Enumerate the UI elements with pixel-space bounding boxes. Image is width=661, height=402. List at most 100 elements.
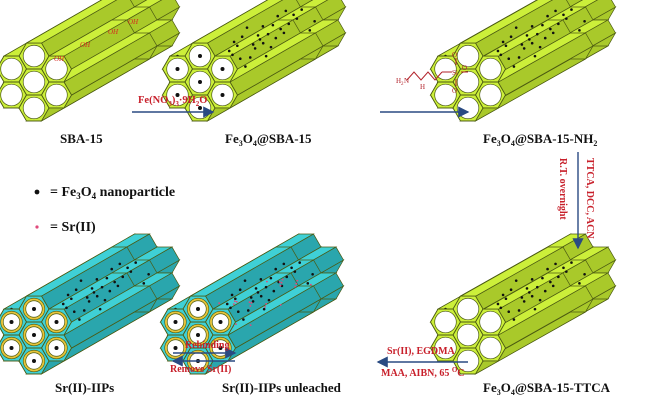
fe3o4-particle	[72, 310, 76, 314]
fe3o4-particle	[98, 307, 102, 311]
pore	[456, 349, 480, 373]
fe3o4-particle	[554, 9, 557, 13]
sr-ion	[280, 281, 283, 284]
pore-particle	[32, 333, 36, 337]
fe3o4-particle	[261, 25, 265, 28]
fe3o4-particle	[530, 278, 534, 281]
legend-sr-dot	[35, 225, 39, 229]
fe3o4-particle	[261, 41, 265, 45]
sr-ion	[279, 304, 282, 306]
pore-particle	[196, 333, 200, 337]
fe3o4-particle	[535, 285, 539, 289]
fe3o4-particle	[578, 282, 581, 285]
fe3o4-particle	[282, 262, 286, 266]
fe3o4-particle	[126, 266, 129, 270]
pore-particle	[196, 307, 200, 312]
fe3o4-particle	[546, 14, 549, 18]
svg-text:OH: OH	[80, 41, 91, 49]
pore	[456, 44, 480, 68]
fe3o4-particle	[551, 31, 555, 35]
fe3o4-particle	[538, 298, 542, 302]
aminosilane-structure	[406, 58, 468, 86]
fe3o4-particle	[108, 289, 112, 293]
legend-sr-label: = Sr(II)	[50, 220, 96, 235]
pore-particle	[9, 320, 14, 325]
fe3o4-particle	[530, 25, 534, 28]
fe3o4-particle	[79, 279, 83, 282]
pore	[456, 70, 480, 94]
fe3o4-particle	[308, 29, 312, 32]
fe3o4-particle	[245, 26, 249, 29]
fe3o4-particle	[147, 273, 150, 276]
pore-particle	[175, 67, 180, 72]
pore	[22, 96, 46, 120]
label-fe3o4-sba15-nh2: Fe3O4@SBA-15-NH2	[483, 131, 597, 148]
sr-ion	[278, 281, 281, 283]
svg-text:OH: OH	[108, 28, 119, 36]
fe3o4-particle	[306, 282, 310, 285]
fe3o4-particle	[533, 54, 537, 58]
fe3o4-particle	[105, 276, 109, 280]
fe3o4-particle	[95, 294, 99, 298]
fe3o4-particle	[78, 318, 81, 321]
fe3o4-particle	[525, 34, 529, 37]
fe3o4-particle	[230, 293, 234, 297]
pore	[456, 96, 480, 120]
fe3o4-particle	[293, 270, 297, 273]
pore	[479, 310, 502, 334]
fe3o4-particle	[279, 27, 282, 31]
svg-text:N: N	[404, 77, 409, 85]
sr-ion	[235, 323, 237, 326]
fe3o4-particle	[66, 293, 70, 297]
pore-particle	[220, 92, 225, 97]
fe3o4-particle	[264, 285, 268, 289]
fe3o4-particle	[65, 306, 68, 310]
fe3o4-particle	[274, 267, 278, 271]
fe3o4-particle	[565, 270, 568, 273]
fe3o4-particle	[110, 267, 114, 271]
sba15-bundle	[0, 0, 181, 122]
fe3o4-particle	[528, 38, 531, 41]
fe3o4-particle	[103, 298, 107, 302]
fe3o4-particle	[549, 280, 552, 284]
fe3o4-sba15-nh2-bundle	[429, 0, 617, 122]
fe3o4-particle	[517, 309, 521, 312]
fe3o4-particle	[284, 9, 288, 13]
fe3o4-particle	[285, 275, 289, 279]
fe3o4-particle	[538, 45, 542, 49]
fe3o4-particle	[496, 49, 500, 53]
fe3o4-particle	[543, 36, 547, 40]
reagent-step3-a: TTCA, DCC, ACN	[584, 158, 595, 239]
fe3o4-particle	[74, 288, 78, 292]
pore	[22, 70, 46, 94]
pore-particle	[32, 358, 36, 363]
label-rebinding: Rebinding	[185, 340, 229, 351]
fe3o4-particle	[287, 22, 291, 26]
fe3o4-particle	[271, 23, 275, 27]
fe3o4-particle	[520, 43, 524, 46]
sr-ion	[265, 303, 267, 305]
label-fe3o4-sba15-ttca: Fe3O4@SBA-15-TTCA	[483, 380, 611, 397]
fe3o4-particle	[238, 57, 242, 61]
fe3o4-particle	[225, 302, 229, 306]
legend: = Fe3O4 nanoparticle = Sr(II)	[34, 185, 175, 235]
svg-text:O: O	[462, 64, 467, 72]
sr-ion	[248, 301, 251, 304]
fe3o4-particle	[243, 279, 247, 282]
fe3o4-particle	[100, 285, 104, 289]
fe3o4-particle	[256, 291, 260, 294]
pore	[479, 336, 502, 360]
fe3o4-particle	[565, 17, 568, 20]
fe3o4-particle	[292, 13, 295, 17]
pore-particle	[9, 345, 14, 350]
fe3o4-particle	[525, 287, 529, 290]
fe3o4-particle	[290, 266, 293, 270]
fe3o4-particle	[264, 54, 268, 58]
fe3o4-particle	[562, 266, 565, 270]
sr-ion	[250, 302, 253, 304]
fe3o4-particle	[259, 278, 263, 281]
fe3o4-particle	[512, 65, 516, 68]
aminosilane-labels: H 2 N H Si O O O	[396, 51, 467, 95]
fe3o4-particle	[116, 284, 120, 288]
